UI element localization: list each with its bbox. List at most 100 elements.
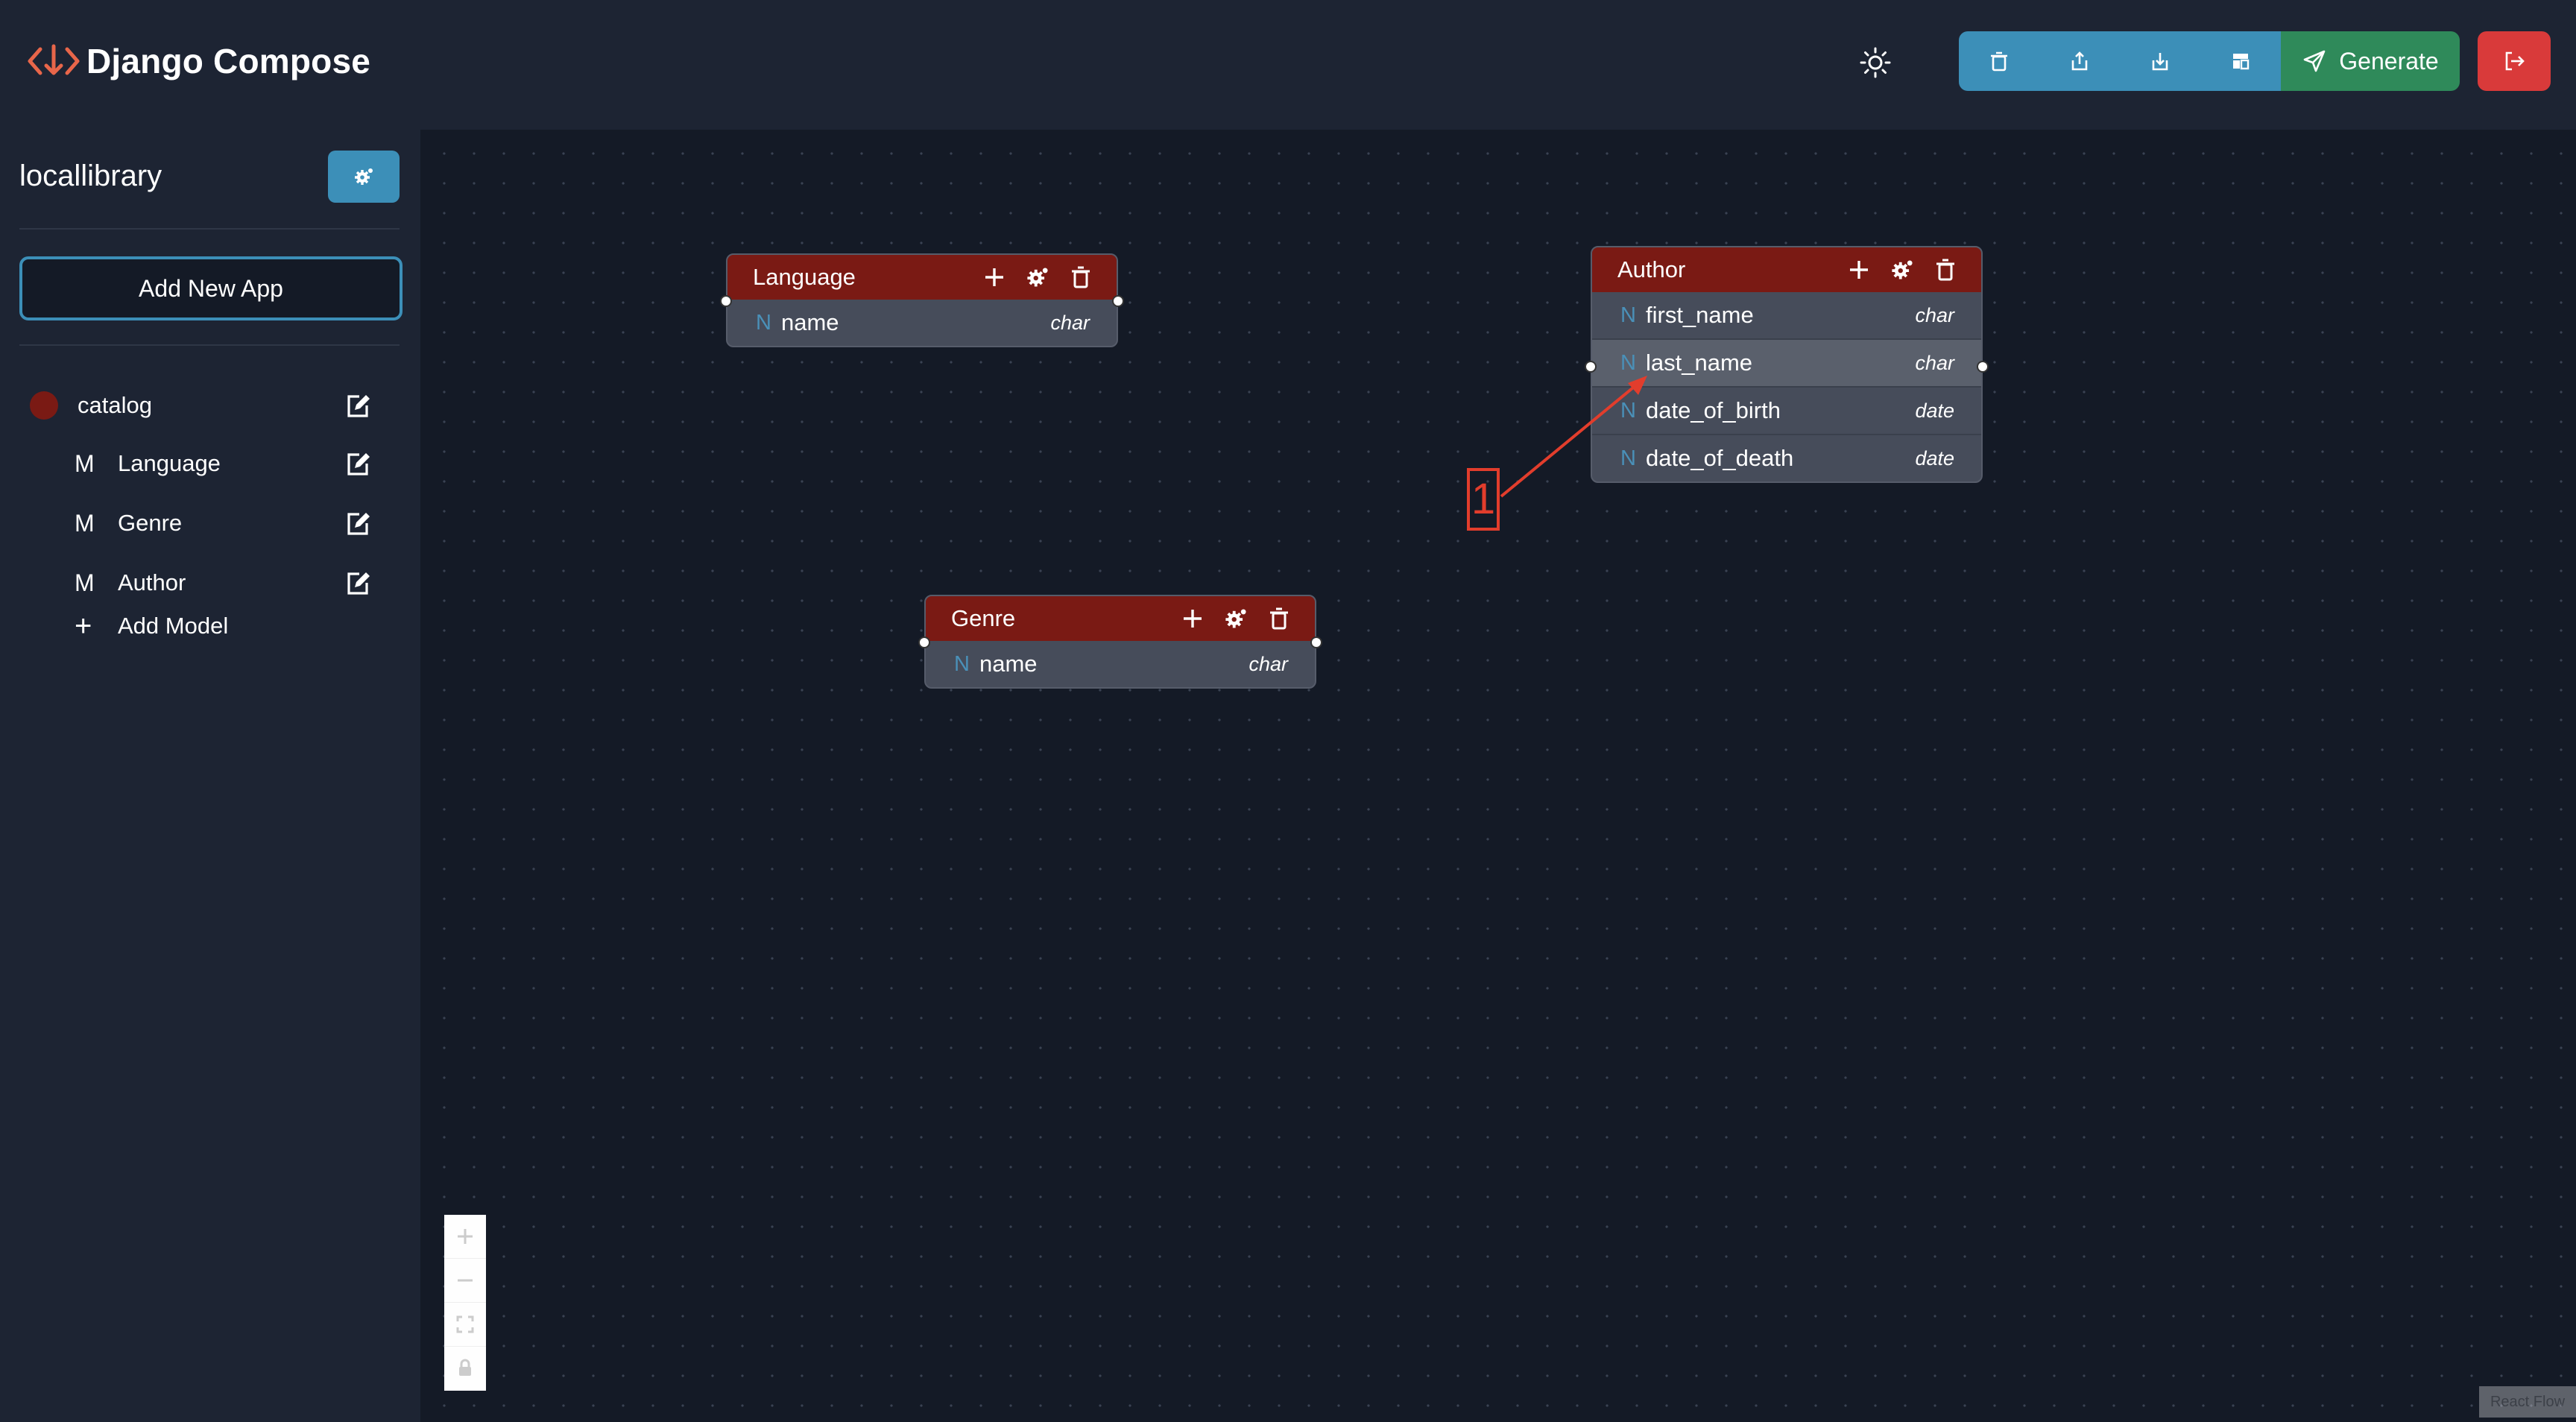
field-row[interactable]: N name char (727, 300, 1117, 346)
model-node-author[interactable]: Author N first_name char N last_name cha… (1585, 246, 1989, 483)
generate-label: Generate (2339, 47, 2439, 75)
app-item-catalog[interactable]: catalog (30, 383, 373, 428)
divider (19, 228, 400, 230)
zoom-controls (444, 1215, 486, 1391)
model-node-genre[interactable]: Genre N name char (918, 595, 1322, 689)
node-settings-button[interactable] (1887, 255, 1917, 285)
gear-icon (1892, 260, 1913, 279)
delete-button[interactable] (1959, 31, 2039, 91)
plus-icon (458, 1229, 473, 1244)
node-settings-button[interactable] (1023, 262, 1052, 292)
generate-button[interactable]: Generate (2281, 31, 2460, 91)
minus-icon (458, 1279, 473, 1282)
project-settings-button[interactable] (328, 151, 400, 203)
sidebar-model-author[interactable]: M Author (75, 560, 373, 605)
attribution-link[interactable]: React Flow (2479, 1386, 2576, 1418)
logout-button[interactable] (2478, 31, 2551, 91)
field-prefix: N (1620, 398, 1636, 423)
field-row-highlighted[interactable]: N last_name char (1592, 338, 1981, 386)
edit-icon[interactable] (344, 450, 373, 478)
diagram-canvas[interactable]: Language N name char Author N fi (420, 130, 2576, 1422)
fit-view-button[interactable] (444, 1303, 486, 1347)
layout-icon (2233, 54, 2250, 70)
gear-icon (355, 168, 373, 185)
model-node-language[interactable]: Language N name char (720, 253, 1124, 347)
divider (19, 344, 400, 346)
delete-node-button[interactable] (1066, 262, 1096, 292)
trash-icon (1270, 607, 1288, 630)
node-settings-button[interactable] (1221, 604, 1251, 633)
node-title: Language (753, 264, 856, 290)
node-header[interactable]: Language (727, 255, 1117, 300)
delete-node-button[interactable] (1264, 604, 1294, 633)
connection-handle-right[interactable] (1112, 295, 1124, 307)
upload-icon (2071, 51, 2088, 71)
add-model-button[interactable]: + Add Model (75, 604, 228, 648)
edit-icon[interactable] (344, 569, 373, 598)
model-label: Author (118, 569, 186, 595)
logout-icon (2505, 51, 2525, 71)
field-row[interactable]: N first_name char (1592, 292, 1981, 338)
zoom-in-button[interactable] (444, 1215, 486, 1259)
field-name: last_name (1646, 350, 1753, 376)
add-field-button[interactable] (979, 262, 1009, 292)
node-title: Genre (951, 605, 1016, 631)
node-header[interactable]: Author (1592, 247, 1981, 292)
add-new-app-button[interactable]: Add New App (19, 256, 402, 320)
import-button[interactable] (2120, 31, 2200, 91)
field-type: char (1050, 311, 1090, 334)
field-name: first_name (1646, 302, 1754, 328)
sun-icon (1860, 47, 1891, 78)
model-prefix: M (75, 569, 95, 596)
add-field-button[interactable] (1844, 255, 1874, 285)
action-toolbar: Generate (1959, 31, 2460, 91)
field-prefix: N (756, 310, 771, 335)
export-button[interactable] (2039, 31, 2120, 91)
connection-handle-right[interactable] (1310, 636, 1322, 648)
field-prefix: N (1620, 446, 1636, 470)
top-bar: Django Compose (0, 0, 2576, 130)
edit-icon[interactable] (344, 510, 373, 538)
field-row[interactable]: N name char (926, 641, 1315, 687)
node-actions (1178, 604, 1294, 633)
brand[interactable]: Django Compose (27, 39, 370, 83)
field-row[interactable]: N date_of_death date (1592, 434, 1981, 481)
field-row[interactable]: N date_of_birth date (1592, 386, 1981, 434)
connection-handle-left[interactable] (720, 295, 732, 307)
node-actions (979, 262, 1096, 292)
field-type: date (1915, 446, 1954, 470)
send-icon (2303, 50, 2326, 72)
model-prefix: M (75, 509, 95, 537)
annotation-label: 1 (1467, 468, 1500, 531)
model-label: Genre (118, 510, 183, 536)
field-prefix: N (954, 651, 970, 676)
connection-handle-left[interactable] (1585, 361, 1597, 373)
connection-handle-right[interactable] (1977, 361, 1989, 373)
node-actions (1844, 255, 1960, 285)
field-name: name (979, 651, 1038, 677)
gear-icon (1027, 268, 1048, 287)
node-header[interactable]: Genre (926, 596, 1315, 641)
fullscreen-icon (456, 1315, 474, 1333)
sidebar-model-language[interactable]: M Language (75, 441, 373, 486)
sidebar-model-genre[interactable]: M Genre (75, 501, 373, 546)
edit-icon[interactable] (344, 392, 373, 420)
theme-toggle-button[interactable] (1854, 42, 1896, 83)
delete-node-button[interactable] (1931, 255, 1960, 285)
download-icon (2152, 53, 2168, 71)
field-name: date_of_birth (1646, 397, 1781, 423)
field-type: date (1915, 399, 1954, 422)
layout-button[interactable] (2200, 31, 2281, 91)
lock-icon (459, 1359, 471, 1376)
add-field-button[interactable] (1178, 604, 1208, 633)
trash-icon (1936, 259, 1954, 281)
connection-handle-left[interactable] (918, 636, 930, 648)
project-name: locallibrary (19, 159, 162, 192)
app-title: Django Compose (86, 42, 371, 80)
app-label: catalog (78, 392, 152, 418)
lock-button[interactable] (444, 1347, 486, 1390)
plus-icon (985, 268, 1003, 286)
annotation-arrow (1500, 383, 1638, 498)
zoom-out-button[interactable] (444, 1259, 486, 1303)
